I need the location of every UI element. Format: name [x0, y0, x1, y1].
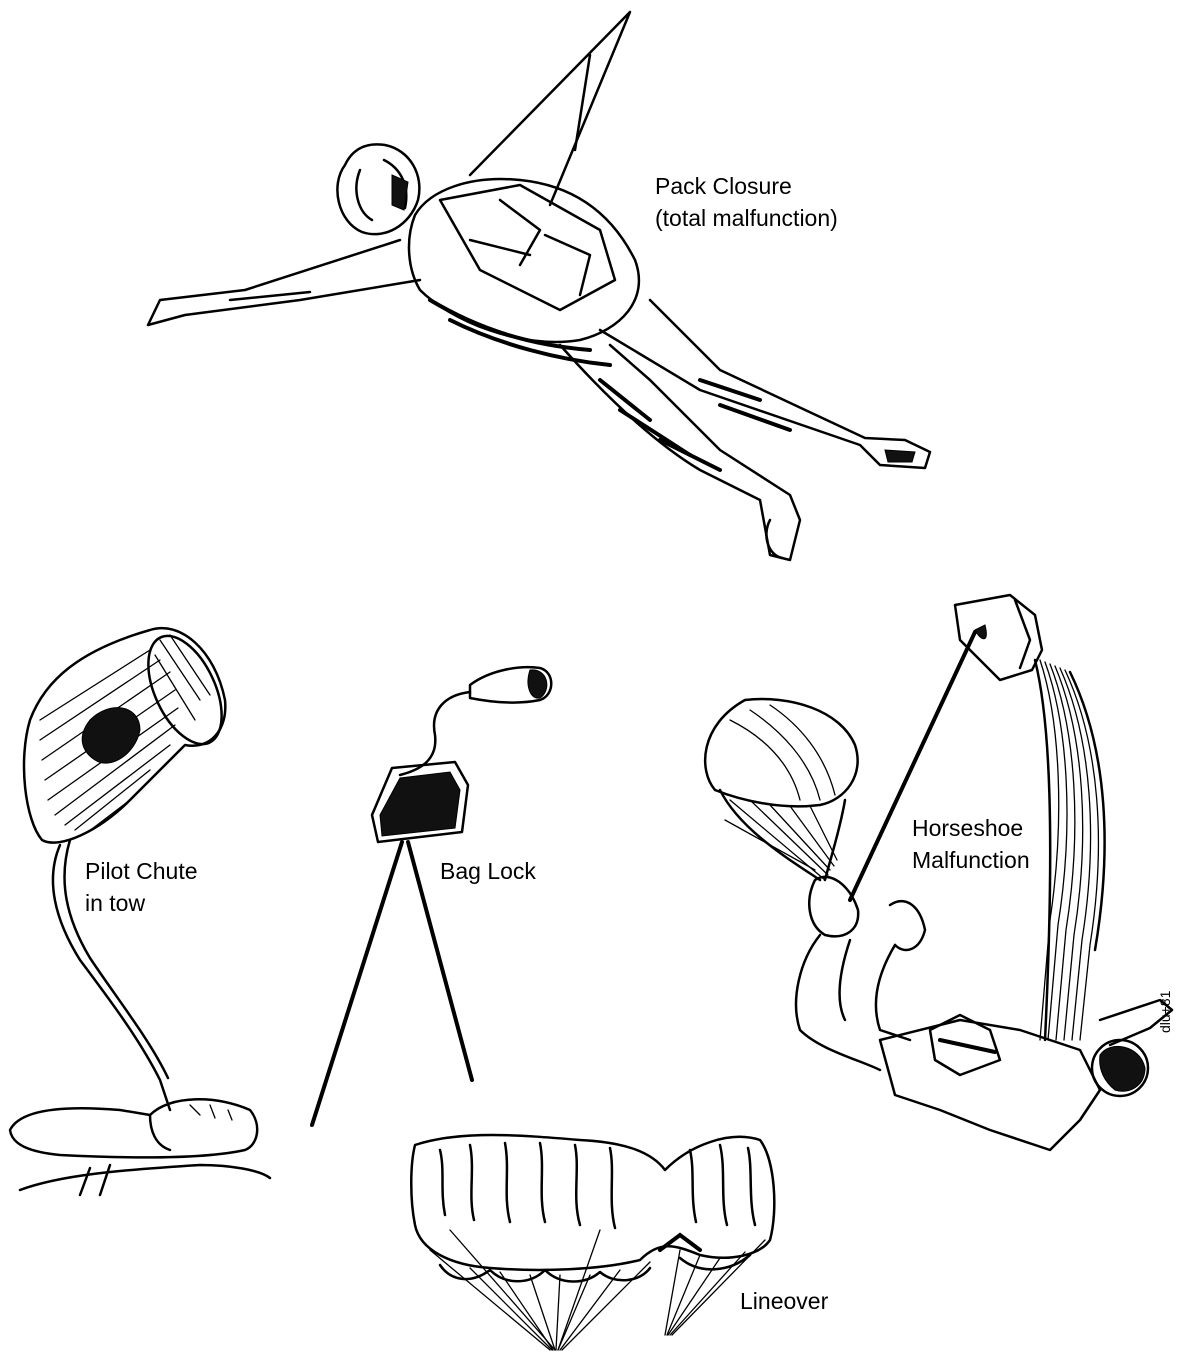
lineover-canopy-drawing — [411, 1135, 774, 1350]
skydiver-pack-closure-drawing — [148, 12, 930, 560]
pack-closure-label-line-1: Pack Closure — [655, 170, 838, 202]
bag-lock-label: Bag Lock — [440, 855, 536, 887]
pilot-chute-label-line-2: in tow — [85, 887, 198, 919]
lineover-label-line-1: Lineover — [740, 1285, 828, 1317]
pack-closure-label-line-2: (total malfunction) — [655, 202, 838, 234]
horseshoe-label-line-2: Malfunction — [912, 844, 1030, 876]
bag-lock-drawing — [312, 667, 551, 1125]
horseshoe-label: Horseshoe Malfunction — [912, 812, 1030, 876]
lineover-label: Lineover — [740, 1285, 828, 1317]
bag-lock-label-line-1: Bag Lock — [440, 855, 536, 887]
pack-closure-label: Pack Closure (total malfunction) — [655, 170, 838, 234]
artist-signature: dlu+81 — [1157, 990, 1173, 1033]
pilot-chute-label: Pilot Chute in tow — [85, 855, 198, 919]
pilot-chute-label-line-1: Pilot Chute — [85, 855, 198, 887]
horseshoe-label-line-1: Horseshoe — [912, 812, 1030, 844]
